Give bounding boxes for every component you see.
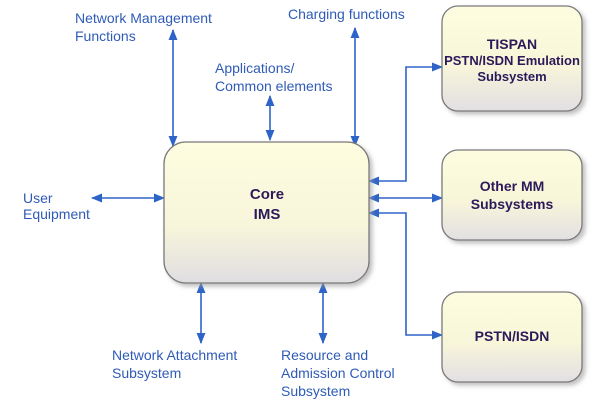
label-network-attachment: Network Attachment Subsystem — [112, 347, 237, 381]
other-mm-box: Other MM Subsystems — [441, 149, 583, 241]
applications-line2: Common elements — [215, 78, 333, 94]
network-management-line2: Functions — [75, 28, 136, 44]
label-applications: Applications/ Common elements — [215, 60, 333, 94]
resource-admission-line1: Resource and — [281, 347, 368, 363]
pstn-line1: PSTN/ISDN — [475, 328, 550, 344]
label-user-equipment: User Equipment — [23, 190, 90, 222]
core-ims-line2: IMS — [254, 206, 281, 223]
tispan-line3: Subsystem — [477, 69, 546, 84]
connector-pstn — [367, 208, 444, 340]
user-equipment-line2: Equipment — [23, 206, 90, 222]
other-mm-line1: Other MM — [480, 178, 545, 194]
label-network-management: Network Management Functions — [75, 10, 212, 44]
tispan-line2: PSTN/ISDN Emulation — [444, 53, 580, 68]
applications-line1: Applications/ — [215, 60, 294, 76]
resource-admission-line3: Subsystem — [281, 383, 350, 399]
core-ims-line1: Core — [250, 186, 284, 203]
user-equipment-line1: User — [23, 190, 53, 206]
network-management-line1: Network Management — [75, 10, 212, 26]
tispan-line1: TISPAN — [487, 36, 537, 52]
core-ims-box: Core IMS — [163, 141, 370, 284]
resource-admission-line2: Admission Control — [281, 365, 395, 381]
label-resource-admission: Resource and Admission Control Subsystem — [281, 347, 395, 399]
label-charging-functions: Charging functions — [288, 6, 405, 22]
other-mm-line2: Subsystems — [471, 196, 554, 212]
connector-tispan — [367, 62, 444, 186]
network-attachment-line2: Subsystem — [112, 365, 181, 381]
network-attachment-line1: Network Attachment — [112, 347, 237, 363]
tispan-box: TISPAN PSTN/ISDN Emulation Subsystem — [441, 5, 583, 112]
pstn-box: PSTN/ISDN — [441, 291, 583, 383]
